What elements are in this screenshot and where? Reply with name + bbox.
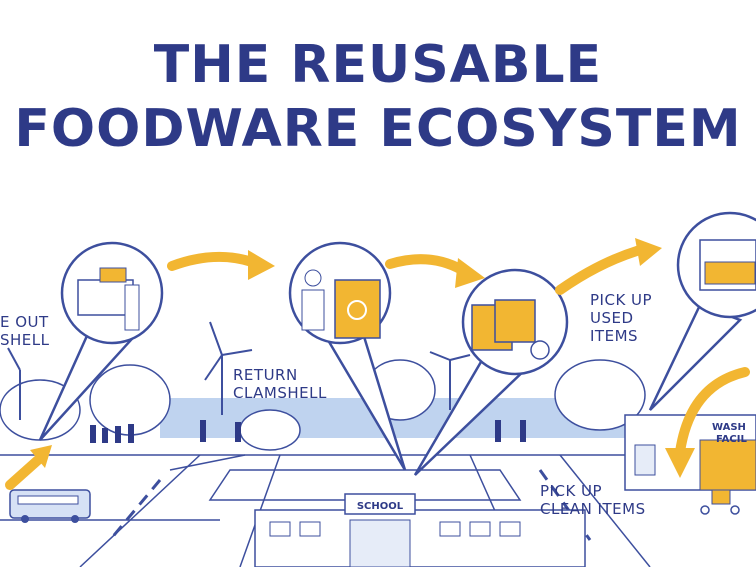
arrow-heads (30, 238, 695, 478)
label-pickup-used-2: USED (590, 309, 634, 327)
title-line-1: THE REUSABLE (153, 35, 603, 95)
school-label: SCHOOL (357, 501, 404, 512)
label-take-out-2: SHELL (0, 331, 50, 349)
label-return-1: RETURN (233, 366, 298, 384)
people (90, 420, 526, 443)
bubble-takeout-scene (77, 267, 140, 331)
wind-turbine-icon (7, 321, 471, 420)
bubble-return-scene (301, 269, 381, 339)
school-building (254, 493, 586, 567)
bubble-wash-scene (699, 239, 756, 291)
recycle-bin-icon (347, 300, 367, 320)
label-pickup-used-1: PICK UP (590, 291, 652, 309)
wash-label-2: FACIL (716, 434, 747, 445)
delivery-scooter-icon (700, 489, 740, 515)
bubble-pickup-scene (471, 299, 550, 360)
flow-arrows (5, 245, 750, 490)
label-pickup-clean-2: CLEAN ITEMS (540, 500, 646, 518)
title-line-2: FOODWARE ECOSYSTEM (14, 99, 742, 159)
label-take-out-1: E OUT (0, 313, 49, 331)
label-pickup-clean-1: PICK UP (540, 482, 602, 500)
wash-label-1: WASH (712, 422, 746, 433)
bus-icon (9, 489, 91, 523)
label-pickup-used-3: ITEMS (590, 327, 638, 345)
label-return-2: CLAMSHELL (233, 384, 327, 402)
